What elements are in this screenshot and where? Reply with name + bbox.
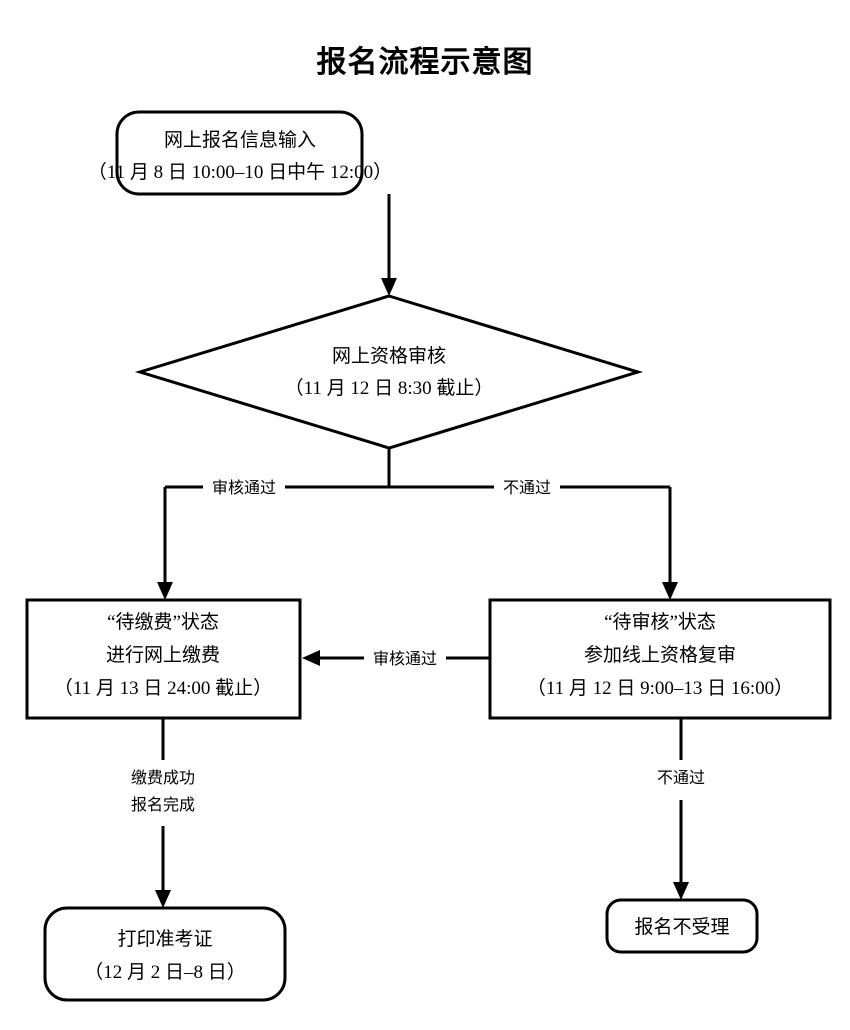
node-pending-payment: “待缴费”状态 进行网上缴费 （11 月 13 日 24:00 截止）: [25, 598, 302, 720]
node-online-registration-input: 网上报名信息输入 （11 月 8 日 10:00–10 日中午 12:00）: [88, 110, 392, 196]
node-pending-payment-line-1: “待缴费”状态: [107, 611, 219, 633]
edge-recheck-to-rejected: 不通过: [657, 718, 705, 900]
edge-recheck-to-payment: 审核通过: [302, 645, 490, 671]
node-pending-payment-shape: [25, 598, 302, 720]
node-pending-payment-line-3: （11 月 13 日 24:00 截止）: [54, 677, 272, 699]
node-online-qualification-review-line-2: （11 月 12 日 8:30 截止）: [285, 377, 494, 399]
edge-review-to-recheck-arrowhead: [662, 582, 678, 600]
node-online-registration-input-shape: [115, 110, 364, 196]
edge-input-to-review: [381, 194, 397, 296]
node-registration-not-accepted-line-1: 报名不受理: [634, 916, 729, 938]
node-online-qualification-review: 网上资格审核 （11 月 12 日 8:30 截止）: [134, 294, 644, 450]
page-title: 报名流程示意图: [317, 45, 534, 79]
node-online-qualification-review-shape: [134, 294, 644, 450]
node-online-qualification-review-line-1: 网上资格审核: [332, 345, 446, 367]
edge-recheck-to-payment-label-bg: [364, 645, 446, 671]
node-registration-not-accepted: 报名不受理: [605, 898, 759, 954]
node-print-admission-ticket-line-2: （12 月 2 日–8 日）: [84, 961, 246, 983]
node-pending-review: “待审核”状态 参加线上资格复审 （11 月 12 日 9:00–13 日 16…: [488, 598, 832, 720]
node-pending-review-line-3: （11 月 12 日 9:00–13 日 16:00）: [527, 677, 793, 699]
edge-review-to-payment-label: 审核通过: [212, 479, 276, 497]
node-print-admission-ticket-shape: [43, 906, 287, 1002]
node-pending-review-line-2: 参加线上资格复审: [584, 644, 736, 666]
edge-recheck-to-payment-arrowhead: [302, 650, 320, 666]
node-pending-payment-line-2: 进行网上缴费: [106, 644, 220, 666]
edge-review-to-payment-arrowhead: [157, 582, 173, 600]
edge-review-to-recheck-label: 不通过: [503, 479, 551, 497]
node-registration-not-accepted-shape: [605, 898, 759, 954]
edge-payment-to-print-arrowhead: [155, 890, 171, 908]
edge-recheck-to-rejected-label: 不通过: [657, 769, 705, 787]
node-online-registration-input-line-1: 网上报名信息输入: [164, 129, 316, 151]
edge-review-to-payment: 审核通过: [157, 474, 285, 600]
node-print-admission-ticket-line-1: 打印准考证: [117, 928, 212, 950]
node-pending-review-line-1: “待审核”状态: [604, 611, 716, 633]
edge-review-to-recheck-label-bg: [494, 474, 560, 500]
node-online-registration-input-line-2: （11 月 8 日 10:00–10 日中午 12:00）: [88, 161, 392, 183]
edge-review-to-recheck: 不通过: [494, 474, 678, 600]
edge-review-to-payment-label-bg: [203, 474, 285, 500]
edge-payment-to-print-label-2: 报名完成: [131, 796, 195, 814]
edge-recheck-to-payment-label: 审核通过: [373, 650, 437, 668]
edge-recheck-to-rejected-arrowhead: [673, 882, 689, 900]
edge-input-to-review-arrowhead: [381, 278, 397, 296]
node-print-admission-ticket: 打印准考证 （12 月 2 日–8 日）: [43, 906, 287, 1002]
edge-payment-to-print-label-1: 缴费成功: [131, 769, 195, 787]
edge-payment-to-print: 缴费成功 报名完成: [131, 718, 195, 908]
